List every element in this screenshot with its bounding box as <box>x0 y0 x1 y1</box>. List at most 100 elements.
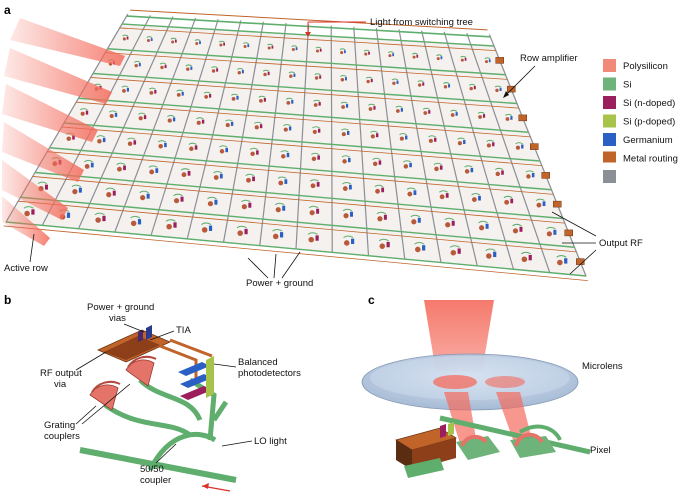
rf-output-via-line2: via <box>54 379 67 390</box>
photodetector <box>72 135 75 140</box>
photodetector <box>284 179 288 184</box>
grating-coupler <box>237 71 241 75</box>
pixel-waveguide <box>165 219 176 222</box>
legend-swatch <box>603 77 616 91</box>
pixel-waveguide <box>201 222 212 225</box>
pixel-waveguide <box>436 54 442 57</box>
via-stack <box>146 325 152 340</box>
panel-c-label: c <box>368 293 375 307</box>
photodetector <box>295 47 298 51</box>
light-from-switching-tree-label: Light from switching tree <box>370 17 473 28</box>
row-metal <box>18 200 577 253</box>
photodetector <box>126 87 130 92</box>
coupler-line2: coupler <box>140 475 171 486</box>
pixel-waveguide <box>254 121 262 124</box>
photodetector <box>373 106 376 110</box>
grating-coupler <box>211 69 216 73</box>
row-amplifier-leader <box>504 65 536 97</box>
grating-coupler <box>289 74 293 78</box>
pixel-waveguide <box>422 107 430 110</box>
grating-coupler <box>415 246 421 253</box>
photodetector <box>150 38 153 42</box>
pixel-waveguide <box>378 238 389 242</box>
via <box>440 424 446 438</box>
pixel-waveguide <box>457 137 465 140</box>
photodetector <box>316 182 320 187</box>
photodetector <box>164 142 167 148</box>
grating-coupler <box>471 197 477 202</box>
pixel-waveguide <box>285 97 293 100</box>
photodetector <box>209 94 212 98</box>
pixel-waveguide <box>460 55 467 58</box>
grating-coupler <box>340 51 344 55</box>
grating-coupler <box>246 177 251 183</box>
pixel-waveguide <box>146 36 153 38</box>
grating-coupler <box>375 188 380 194</box>
grating-coupler <box>445 222 451 228</box>
photodetector <box>416 54 419 58</box>
pixel-waveguide <box>213 170 223 174</box>
pixel-base <box>404 458 444 478</box>
grating-coupler <box>486 253 492 259</box>
photodetector <box>392 53 395 57</box>
pixel-waveguide <box>274 202 285 206</box>
pixel-waveguide <box>96 135 105 138</box>
pixel-waveguide <box>309 179 319 182</box>
photodetector <box>317 155 320 160</box>
grating-coupler <box>379 243 386 249</box>
pixel-pad <box>456 436 500 460</box>
photodetector <box>464 57 467 61</box>
pd-waveguide-2 <box>211 400 229 422</box>
grating-coupler <box>436 57 440 61</box>
grating-coupler <box>275 207 281 213</box>
pixel-waveguide <box>428 135 436 138</box>
pixel-waveguide <box>342 208 353 212</box>
grating-coupler <box>428 138 433 143</box>
photodetector <box>448 84 451 88</box>
photodetector <box>286 152 290 158</box>
pixel-waveguide <box>203 91 211 94</box>
grating-leader-2 <box>81 383 131 425</box>
beam <box>4 48 112 104</box>
pixel-closeup <box>79 325 237 492</box>
grating-coupler <box>241 204 247 210</box>
photodetector <box>138 63 141 67</box>
pixel-waveguide <box>450 109 458 112</box>
grating-coupler <box>486 143 491 148</box>
photodetector <box>378 160 382 165</box>
pixel-waveguide <box>188 142 197 145</box>
legend-label: Metal routing <box>623 154 678 165</box>
grating-coupler <box>443 85 448 89</box>
row-metal <box>32 176 565 224</box>
photodetector <box>519 226 523 232</box>
rf-output-via-line1: RF output <box>40 368 82 379</box>
row-amplifier <box>530 143 539 150</box>
pixel-waveguide <box>433 162 442 166</box>
photodetector <box>291 100 294 104</box>
pixel-waveguide <box>343 235 354 239</box>
photodetector <box>102 215 106 222</box>
grating-coupler <box>201 227 208 233</box>
pd-waveguide <box>188 377 217 441</box>
light-arrow-head <box>305 32 311 37</box>
pixel-waveguide <box>176 89 184 92</box>
pixel-waveguide <box>237 67 244 70</box>
pixel-waveguide <box>159 62 167 65</box>
photodetector <box>386 241 390 248</box>
pixel-waveguide <box>249 147 259 150</box>
pixel-waveguide <box>484 57 491 60</box>
photodetector <box>126 36 129 40</box>
grating-waveguide-2 <box>138 378 203 422</box>
grating-coupler <box>272 233 279 240</box>
pixel-waveguide <box>512 223 522 227</box>
pixel-waveguide <box>395 105 403 108</box>
photodetector <box>288 126 292 131</box>
grating-coupler <box>243 44 247 49</box>
photodetector <box>259 124 263 129</box>
pixel-waveguide <box>340 75 347 77</box>
via-stack <box>138 330 143 342</box>
grating-coupler <box>160 65 164 70</box>
grating-coupler <box>308 236 315 243</box>
grating <box>514 432 544 447</box>
photodetector <box>236 96 239 100</box>
